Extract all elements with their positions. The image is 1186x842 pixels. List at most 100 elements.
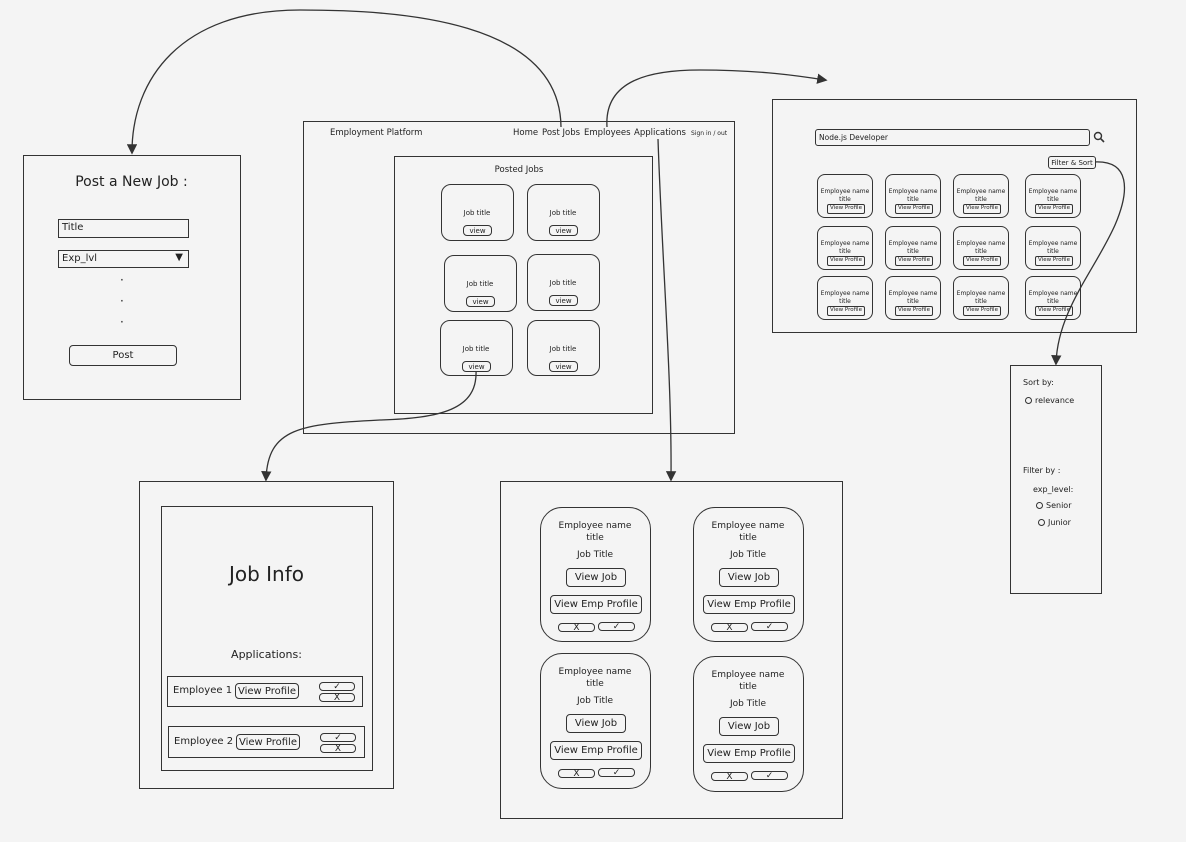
nav-home[interactable]: Home: [513, 128, 539, 138]
applicant-name-text: Employee name: [711, 521, 785, 531]
nav-post-jobs[interactable]: Post Jobs: [542, 128, 581, 138]
employee-title: title: [1047, 196, 1059, 203]
applicant-name: Employee name title: [694, 669, 802, 693]
view-profile-button[interactable]: View Profile: [963, 256, 1001, 266]
reject-button[interactable]: X: [558, 769, 595, 779]
radio-icon[interactable]: [1036, 502, 1043, 509]
reject-button[interactable]: X: [558, 623, 595, 633]
accept-button[interactable]: ✓: [751, 771, 788, 781]
view-profile-button[interactable]: View Profile: [895, 256, 933, 266]
view-profile-button[interactable]: View Profile: [827, 256, 865, 266]
employee-search-input[interactable]: Node.js Developer: [815, 129, 1090, 146]
reject-button[interactable]: X: [320, 744, 356, 754]
applicant-name: Employee 1: [173, 685, 233, 696]
view-emp-profile-button[interactable]: View Emp Profile: [550, 595, 642, 614]
post-job-heading: Post a New Job :: [75, 174, 188, 190]
view-job-button[interactable]: View Job: [566, 568, 626, 587]
job-view-button[interactable]: view: [463, 225, 492, 236]
employee-title: title: [907, 196, 919, 203]
radio-icon[interactable]: [1025, 397, 1032, 404]
sort-option-relevance[interactable]: relevance: [1025, 396, 1074, 405]
job-view-button[interactable]: view: [549, 225, 578, 236]
job-view-button[interactable]: view: [549, 295, 578, 306]
dropdown-triangle-icon: ▼: [175, 252, 183, 263]
applicant-title: title: [739, 682, 757, 692]
view-profile-button[interactable]: View Profile: [1035, 204, 1073, 214]
applicant-name-text: Employee name: [711, 670, 785, 680]
employee-search-value: Node.js Developer: [819, 133, 888, 142]
ellipsis-dot: ·: [120, 273, 124, 287]
view-emp-profile-button[interactable]: View Emp Profile: [703, 744, 795, 763]
job-view-button[interactable]: view: [549, 361, 578, 372]
view-profile-button[interactable]: View Profile: [963, 204, 1001, 214]
job-info-page-frame: Job Info Applications:: [139, 481, 394, 789]
job-view-button[interactable]: view: [462, 361, 491, 372]
view-profile-button[interactable]: View Profile: [236, 734, 300, 750]
nav-employees[interactable]: Employees: [584, 128, 631, 138]
filter-option-junior[interactable]: Junior: [1038, 518, 1071, 527]
employee-name: Employee name: [1028, 188, 1078, 195]
accept-button[interactable]: ✓: [751, 622, 788, 632]
view-profile-button[interactable]: View Profile: [827, 204, 865, 214]
view-profile-button[interactable]: View Profile: [895, 306, 933, 316]
accept-button[interactable]: ✓: [320, 733, 356, 743]
job-card: Job title view: [440, 320, 513, 376]
home-page-frame: Employment Platform Home Post Jobs Emplo…: [303, 121, 735, 434]
view-profile-button[interactable]: View Profile: [1035, 256, 1073, 266]
filter-option-label: Junior: [1048, 518, 1071, 527]
applicant-name-text: Employee name: [558, 667, 632, 677]
view-emp-profile-button[interactable]: View Emp Profile: [703, 595, 795, 614]
employee-name: Employee name: [820, 188, 870, 195]
filter-sort-panel: Sort by: relevance Filter by : exp_level…: [1010, 365, 1102, 594]
view-profile-button[interactable]: View Profile: [827, 306, 865, 316]
reject-button[interactable]: X: [319, 693, 355, 703]
employee-name: Employee name: [956, 290, 1006, 297]
posted-jobs-heading: Posted Jobs: [494, 165, 544, 175]
accept-button[interactable]: ✓: [319, 682, 355, 692]
view-job-button[interactable]: View Job: [719, 568, 779, 587]
view-job-button[interactable]: View Job: [719, 717, 779, 736]
employee-name: Employee name: [1028, 240, 1078, 247]
filter-sort-button[interactable]: Filter & Sort: [1048, 156, 1096, 169]
reject-button[interactable]: X: [711, 623, 748, 633]
search-icon[interactable]: [1093, 131, 1105, 143]
nav-applications[interactable]: Applications: [634, 128, 686, 138]
job-view-button[interactable]: view: [466, 296, 495, 307]
job-card: Job title view: [441, 184, 514, 241]
post-button[interactable]: Post: [69, 345, 177, 366]
reject-button[interactable]: X: [711, 772, 748, 782]
view-profile-button[interactable]: View Profile: [235, 683, 299, 699]
exp-level-label: exp_level:: [1033, 485, 1074, 494]
job-card: Job title view: [527, 254, 600, 311]
title-input[interactable]: Title: [58, 219, 189, 238]
job-card-title: Job title: [549, 209, 577, 217]
exp-level-select[interactable]: Exp_lvl ▼: [58, 250, 189, 268]
job-card: Job title view: [527, 320, 600, 376]
accept-button[interactable]: ✓: [598, 768, 635, 778]
job-card: Job title view: [527, 184, 600, 241]
nav-sign-in-out[interactable]: Sign in / out: [691, 130, 728, 137]
view-profile-button[interactable]: View Profile: [963, 306, 1001, 316]
filter-option-senior[interactable]: Senior: [1036, 501, 1071, 510]
ellipsis-dot: ·: [120, 294, 124, 308]
accept-button[interactable]: ✓: [598, 622, 635, 632]
job-card-title: Job title: [549, 345, 577, 353]
employee-title: title: [1047, 298, 1059, 305]
view-profile-button[interactable]: View Profile: [1035, 306, 1073, 316]
job-card-title: Job title: [463, 209, 491, 217]
job-info-heading: Job Info: [228, 562, 305, 586]
filter-option-label: Senior: [1046, 501, 1072, 510]
employee-name: Employee name: [888, 290, 938, 297]
view-profile-button[interactable]: View Profile: [895, 204, 933, 214]
view-job-button[interactable]: View Job: [566, 714, 626, 733]
radio-icon[interactable]: [1038, 519, 1045, 526]
view-emp-profile-button[interactable]: View Emp Profile: [550, 741, 642, 760]
